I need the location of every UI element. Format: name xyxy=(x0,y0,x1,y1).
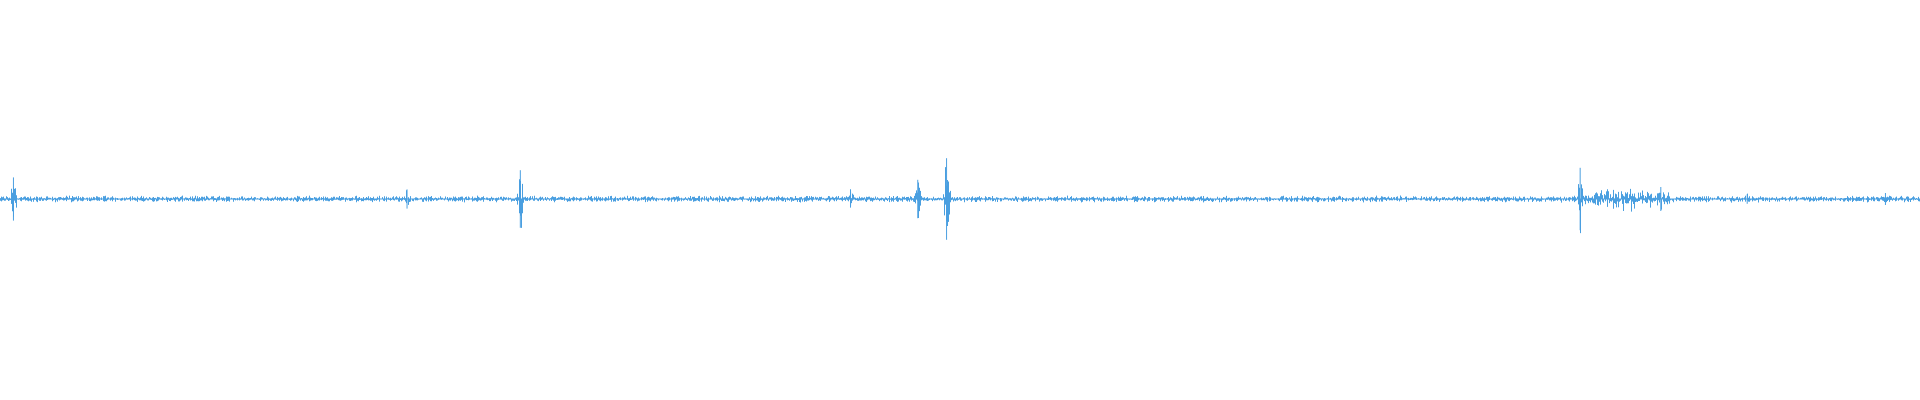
waveform-peaks xyxy=(12,158,1886,240)
waveform-noise-path xyxy=(0,167,1920,234)
